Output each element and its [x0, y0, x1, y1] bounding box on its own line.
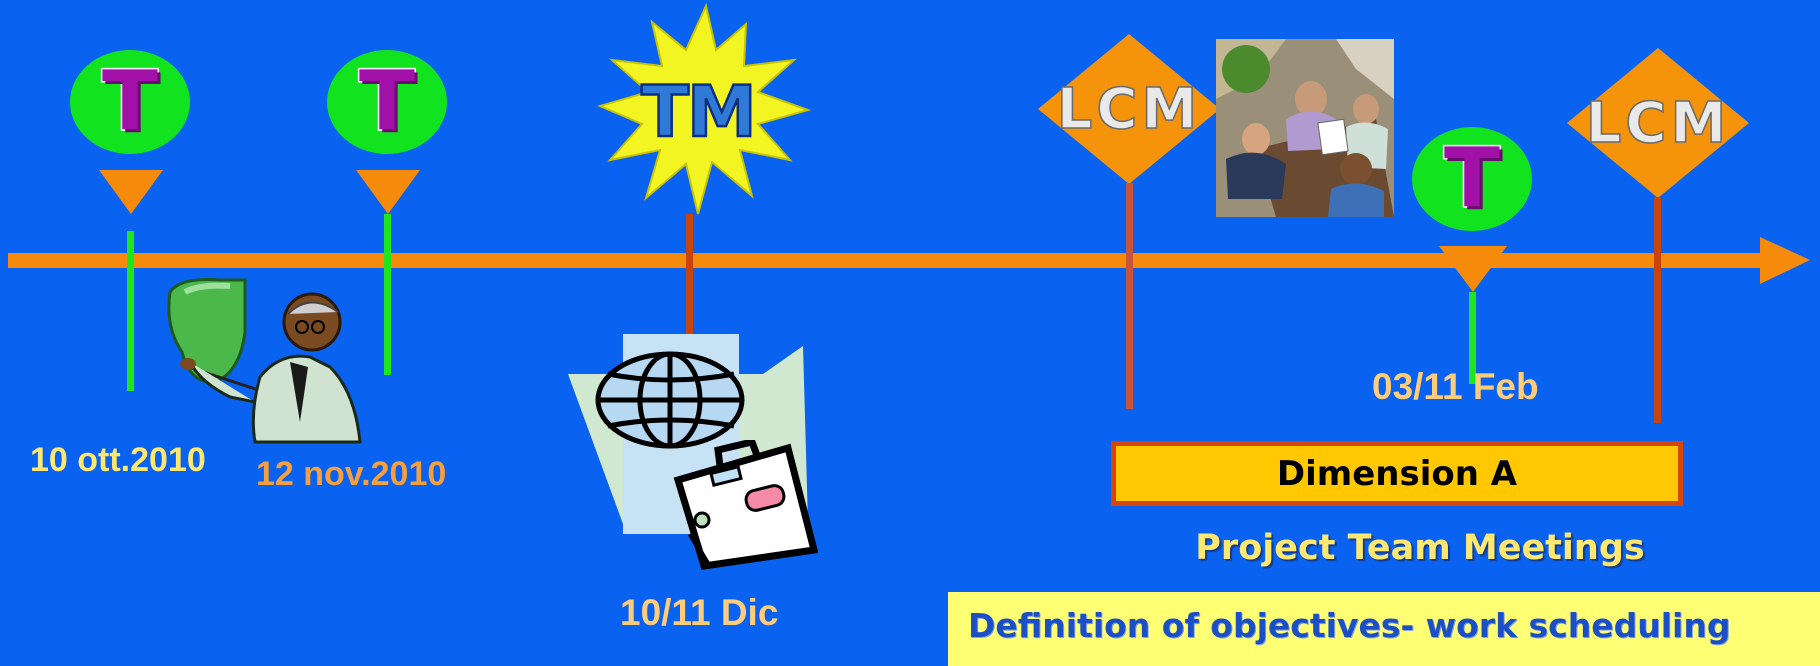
dimension-label: Dimension A [1276, 453, 1518, 494]
lcm-diamond-1: LCM [1038, 34, 1220, 184]
lcm-label: LCM [1586, 91, 1731, 156]
starburst-icon: TM [597, 2, 812, 215]
briefcase-icon [673, 440, 818, 570]
t-pointer-triangle-1 [99, 170, 163, 214]
definition-box: Definition of objectives- work schedulin… [948, 592, 1820, 666]
t-circle-icon: T [70, 50, 190, 154]
t-marker-3: T [1412, 127, 1532, 237]
lcm-diamond-2: LCM [1567, 48, 1749, 198]
t-stem-3 [1469, 292, 1476, 384]
lcm-label: LCM [1057, 77, 1202, 142]
project-team-meetings-label: Project Team Meetings [1195, 528, 1645, 568]
date-label-3: 10/11 Dic [620, 592, 779, 633]
tm-stem [686, 214, 693, 336]
t-pointer-triangle-2 [356, 170, 420, 214]
dimension-box: Dimension A [1111, 441, 1683, 506]
teacher-pointer-icon [167, 278, 362, 444]
t-letter: T [1443, 131, 1502, 226]
t-marker-2: T [327, 50, 447, 160]
tm-label: TM [641, 71, 754, 153]
date-label-4: 03/11 Feb [1372, 366, 1539, 407]
t-pointer-triangle-3 [1439, 246, 1507, 292]
t-stem-1 [127, 231, 134, 391]
definition-label: Definition of objectives- work schedulin… [968, 606, 1731, 645]
t-letter: T [101, 54, 160, 149]
t-circle-icon: T [327, 50, 447, 154]
t-marker-1: T [70, 50, 190, 160]
date-label-2: 12 nov.2010 [256, 455, 447, 493]
t-circle-icon: T [1412, 127, 1532, 231]
lcm-stem-2 [1654, 197, 1661, 423]
meeting-photo-icon [1216, 39, 1394, 217]
t-stem-2 [384, 214, 391, 375]
t-letter: T [358, 54, 417, 149]
lcm-stem-1 [1126, 183, 1133, 409]
date-label-1: 10 ott.2010 [30, 441, 206, 479]
